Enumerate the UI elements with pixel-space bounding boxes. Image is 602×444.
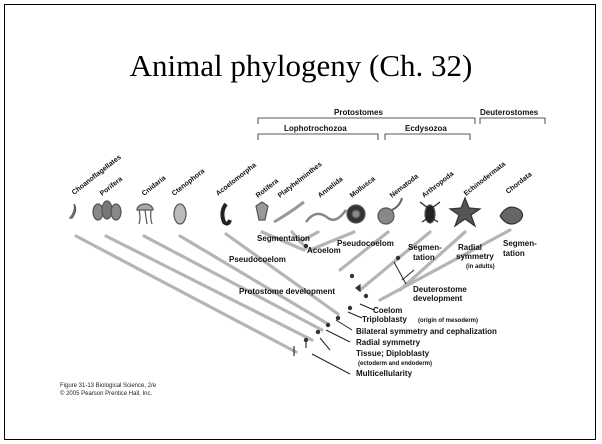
deuterostomes-bracket <box>480 118 545 124</box>
taxon-acoelomorpha: Acoelomorpha <box>215 162 258 198</box>
taxon-chordata: Chordata <box>505 171 534 195</box>
trait-deuterostome-development-1: Deuterostome <box>413 285 467 294</box>
taxon-annelida: Annelida <box>317 176 345 200</box>
credit-line-2: © 2005 Pearson Prentice Hall, Inc. <box>60 390 156 398</box>
trait-segmentation-chordata-2: tation <box>503 249 525 258</box>
taxon-labels: Choanoflagellates Porifera Cnidaria Cten… <box>71 154 534 200</box>
taxon-mollusca: Mollusca <box>349 176 377 200</box>
choanoflagellate-icon <box>70 204 76 218</box>
taxon-ctenophora: Ctenophora <box>171 168 206 198</box>
ecdysozoa-label: Ecdysozoa <box>405 124 447 133</box>
trait-triploblasty-note: (origin of mesoderm) <box>418 318 478 324</box>
credit-line-1: Figure 31-13 Biological Science, 2/e <box>60 382 156 390</box>
taxon-rotifera: Rotifera <box>255 178 280 200</box>
ecdysozoa-bracket <box>385 134 470 140</box>
trait-protostome-development: Protostome development <box>239 287 335 296</box>
rotifer-icon <box>256 202 268 220</box>
trait-bilateral-symmetry: Bilateral symmetry and cephalization <box>356 327 497 336</box>
trait-deuterostome-development-2: development <box>413 294 463 303</box>
ctenophore-icon <box>174 204 186 224</box>
trait-radial-symmetry: Radial symmetry <box>356 338 421 347</box>
lophotrochozoa-label: Lophotrochozoa <box>284 124 347 133</box>
annelid-icon <box>306 210 346 222</box>
taxon-echinodermata: Echinodermata <box>463 161 507 198</box>
taxon-choanoflagellates: Choanoflagellates <box>71 154 123 197</box>
trait-acoelom: Acoelom <box>307 246 341 255</box>
frog-icon <box>500 207 523 224</box>
acoelomorph-icon <box>222 204 230 224</box>
trait-radial-adults-2: symmetry <box>456 252 494 261</box>
trait-pseudocoelom-rotifera: Pseudocoelom <box>229 255 286 264</box>
taxon-arthropoda: Arthropoda <box>421 171 455 200</box>
taxon-cnidaria: Cnidaria <box>141 175 167 198</box>
nematode-icon <box>378 198 402 224</box>
jellyfish-icon <box>137 204 153 224</box>
figure-credit: Figure 31-13 Biological Science, 2/e © 2… <box>60 382 156 398</box>
deuterostomes-label: Deuterostomes <box>480 108 539 117</box>
trait-tissue-note: (ectoderm and endoderm) <box>358 361 432 367</box>
trait-segmentation: Segmentation <box>257 234 310 243</box>
trait-radial-adults-1: Radial <box>458 243 482 252</box>
trait-tissue-diploblasty: Tissue; Diploblasty <box>356 349 430 358</box>
trait-segmentation-arthropoda-1: Segmen- <box>408 243 442 252</box>
protostomes-label: Protostomes <box>334 108 383 117</box>
trait-coelom: Coelom <box>373 306 402 315</box>
organism-illustrations <box>70 198 523 226</box>
snail-icon <box>347 205 365 223</box>
sponge-icon <box>93 201 121 220</box>
starfish-icon <box>450 198 480 226</box>
taxon-porifera: Porifera <box>99 176 124 198</box>
arthropod-icon <box>420 202 440 223</box>
trait-pseudocoelom-nematoda: Pseudocoelom <box>337 239 394 248</box>
trait-segmentation-chordata-1: Segmen- <box>503 239 537 248</box>
trait-triploblasty: Triploblasty <box>362 315 407 324</box>
taxon-nematoda: Nematoda <box>389 173 420 199</box>
lophotrochozoa-bracket <box>258 134 378 140</box>
flatworm-icon <box>274 202 304 222</box>
trait-segmentation-arthropoda-2: tation <box>413 253 435 262</box>
trait-multicellularity: Multicellularity <box>356 369 413 378</box>
trait-radial-adults-3: (in adults) <box>466 264 495 270</box>
